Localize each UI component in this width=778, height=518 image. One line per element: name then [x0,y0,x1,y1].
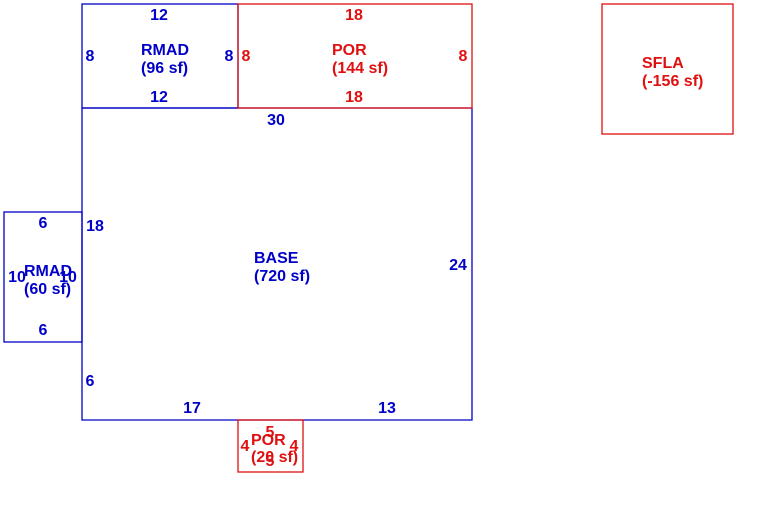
base-area: (720 sf) [254,268,310,285]
base-dim-left-upper: 18 [86,218,104,235]
base-dim-bottom-left: 17 [183,400,201,417]
rmad-top-area: (96 sf) [141,60,188,77]
base-dim-top: 30 [267,112,285,129]
rmad-left-dim-bottom: 6 [39,322,48,339]
rmad-top-dim-bottom: 12 [150,89,168,106]
rmad-left-area: (60 sf) [24,281,71,298]
rmad-left-dim-top: 6 [39,215,48,232]
rmad-left-outline[interactable] [3,211,83,343]
por-top-area: (144 sf) [332,60,388,77]
sfla-area: (-156 sf) [642,73,703,90]
base-dim-right: 24 [449,257,467,274]
base-name: BASE [254,250,299,267]
por-top-name: POR [332,42,367,59]
por-top-outline[interactable] [237,3,473,109]
base-dim-left-lower: 6 [86,373,95,390]
sfla-outline[interactable] [601,3,734,135]
por-bottom-name: POR [251,432,286,449]
rmad-top-dim-top: 12 [150,7,168,24]
rmad-top-name: RMAD [141,42,189,59]
por-bottom-dim-top: 5 [266,424,275,441]
por-top-dim-left: 8 [242,48,251,65]
rmad-left-dim-left: 10 [8,269,26,286]
sfla-name: SFLA [642,55,684,72]
rmad-top-dim-left: 8 [86,48,95,65]
por-bottom-dim-bottom: 5 [266,453,275,470]
rmad-left-name: RMAD [24,263,72,280]
por-top-dim-top: 18 [345,7,363,24]
por-bottom-area: (20 sf) [251,449,298,466]
por-top-dim-right: 8 [459,48,468,65]
rmad-left-dim-right: 10 [59,269,77,286]
por-bottom-dim-left: 4 [241,438,250,455]
por-bottom-outline[interactable] [237,419,304,473]
por-bottom-dim-right: 4 [290,438,299,455]
por-top-dim-bottom: 18 [345,89,363,106]
rmad-top-dim-right: 8 [225,48,234,65]
base-dim-bottom-right: 13 [378,400,396,417]
